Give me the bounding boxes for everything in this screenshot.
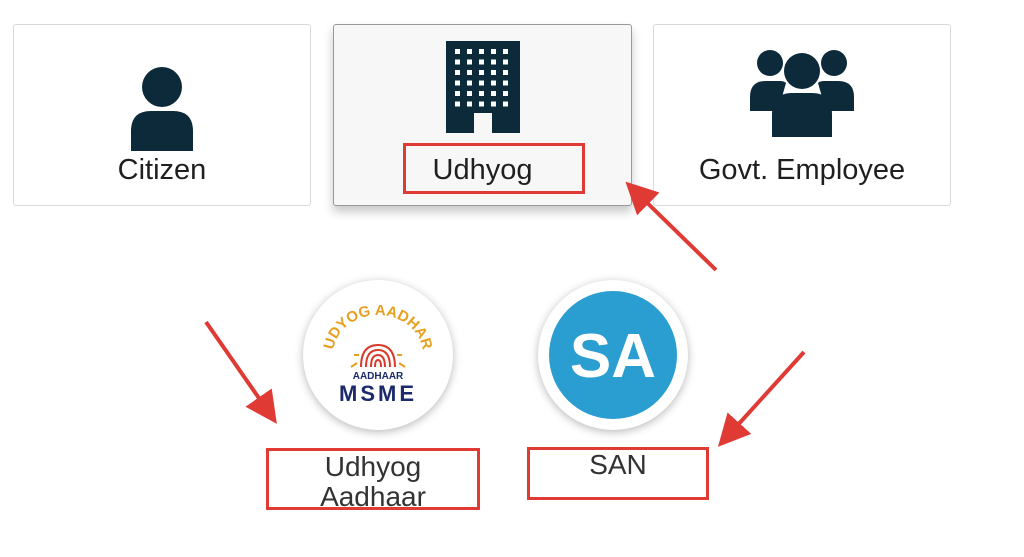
building-window (478, 91, 484, 96)
building-window (490, 101, 496, 107)
citizen-card[interactable]: Citizen (13, 24, 311, 206)
building-window (466, 101, 472, 107)
building-window (490, 59, 496, 65)
building-window (502, 70, 508, 75)
building-window (490, 49, 496, 54)
building-window (466, 91, 472, 96)
building-window (490, 80, 496, 86)
group-icon (750, 50, 854, 137)
udhyog-aadhaar-label-line1: Udhyog (324, 451, 422, 482)
building-window (478, 49, 484, 54)
building-window (502, 59, 508, 65)
building-window (466, 80, 472, 86)
building-window (478, 101, 484, 107)
san-logo-text: SA (570, 322, 656, 391)
building-window (490, 70, 496, 75)
udhyog-aadhaar-label[interactable]: Udhyog Aadhaar (268, 452, 478, 512)
building-window (502, 101, 508, 107)
building-window (454, 49, 460, 54)
san-label-text: SAN (589, 449, 647, 480)
building-icon (445, 41, 520, 133)
building-window (454, 80, 460, 86)
arrow-to-san (717, 350, 806, 447)
building-window (454, 91, 460, 96)
citizen-label: Citizen (117, 154, 207, 186)
person-icon (131, 67, 193, 151)
govt-employee-card[interactable]: Govt. Employee (653, 24, 951, 206)
udhyog-aadhaar-label-line2: Aadhaar (320, 481, 426, 512)
building-window (478, 70, 484, 75)
building-window (454, 101, 460, 107)
logo-msme-text: MSME (339, 381, 417, 405)
udhyog-label: Udhyog (432, 154, 533, 186)
san-logo: SA (549, 291, 677, 419)
building-window (466, 59, 472, 65)
arrow-to-udhyog-aadhaar (204, 320, 277, 424)
building-window (466, 70, 472, 75)
udyog-aadhaar-logo: UDYOG AADHAR AADHAAR MSME (320, 305, 435, 405)
building-window (454, 59, 460, 65)
building-window (502, 80, 508, 86)
building-window (502, 91, 508, 96)
building-window (502, 49, 508, 54)
building-window (478, 59, 484, 65)
udyog-aadhaar-logo-button[interactable]: UDYOG AADHAR AADHAAR MSME (303, 280, 453, 430)
building-window (490, 91, 496, 96)
san-label[interactable]: SAN (527, 450, 709, 480)
logo-sub-text: AADHAAR (353, 371, 404, 382)
govt-employee-label: Govt. Employee (698, 154, 906, 186)
building-window (478, 80, 484, 86)
udhyog-card[interactable]: Udhyog (333, 24, 632, 206)
building-window (466, 49, 472, 54)
san-logo-button[interactable]: SA (538, 280, 688, 430)
building-window (454, 70, 460, 75)
